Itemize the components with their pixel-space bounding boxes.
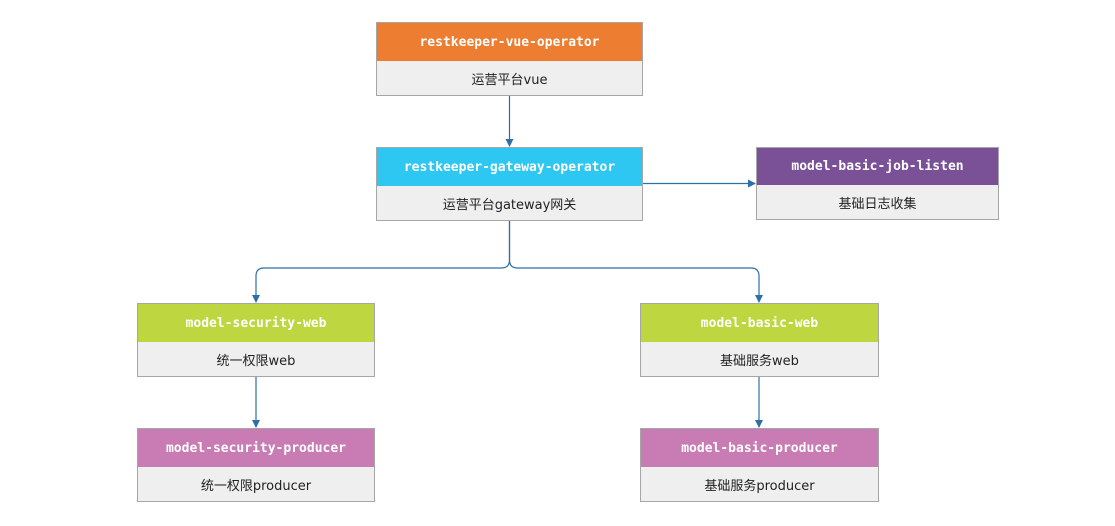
connector-gateway-to-security-web	[252, 221, 511, 303]
node-subtitle: 运营平台vue	[471, 72, 548, 88]
node-title: model-basic-job-listen	[757, 148, 998, 185]
node-subtitle: 统一权限web	[216, 353, 296, 369]
node-model-security-web: model-security-web 统一权限web	[137, 303, 375, 377]
node-title: restkeeper-vue-operator	[377, 23, 642, 61]
node-subtitle: 基础服务web	[720, 353, 799, 369]
node-subtitle: 统一权限producer	[200, 478, 312, 494]
node-restkeeper-vue-operator: restkeeper-vue-operator 运营平台vue	[376, 22, 643, 96]
node-model-security-producer: model-security-producer 统一权限producer	[137, 428, 375, 502]
node-title: model-basic-producer	[641, 429, 878, 467]
node-title: model-security-producer	[138, 429, 374, 467]
node-model-basic-producer: model-basic-producer 基础服务producer	[640, 428, 879, 502]
node-model-basic-web: model-basic-web 基础服务web	[640, 303, 879, 377]
node-restkeeper-gateway-operator: restkeeper-gateway-operator 运营平台gateway网…	[376, 147, 643, 221]
node-subtitle: 基础服务producer	[704, 478, 815, 494]
node-title: model-security-web	[138, 304, 374, 342]
node-subtitle: 运营平台gateway网关	[442, 197, 577, 213]
node-model-basic-job-listen: model-basic-job-listen 基础日志收集	[756, 147, 999, 220]
node-title: model-basic-web	[641, 304, 878, 342]
node-title: restkeeper-gateway-operator	[377, 148, 642, 186]
connector-gateway-to-basic-web	[508, 221, 763, 303]
node-subtitle: 基础日志收集	[838, 196, 917, 212]
